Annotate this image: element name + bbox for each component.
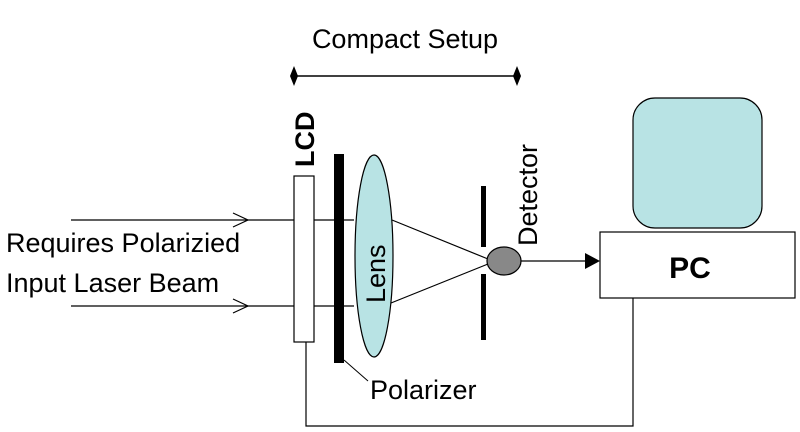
- compact-setup-title: Compact Setup: [312, 24, 498, 54]
- pc-label: PC: [669, 252, 711, 285]
- pc-box: [599, 231, 796, 299]
- detector-slit-bottom: [481, 274, 486, 340]
- polarizer-plate: [334, 154, 344, 363]
- dimension-right-diamond-icon: [513, 66, 521, 86]
- input-beam-bottom-arrow-icon: [232, 298, 250, 314]
- lens: [354, 154, 394, 358]
- detector-slit-top: [481, 186, 486, 247]
- focused-beam-top: [391, 219, 489, 260]
- detector-to-pc-arrow-icon: [585, 253, 600, 269]
- lcd-panel: [293, 175, 315, 343]
- input-beam-top-arrow-icon: [232, 212, 250, 228]
- polarizer-label: Polarizer: [370, 375, 477, 405]
- detector-label: Detector: [513, 144, 543, 246]
- focused-beam-bottom: [390, 263, 489, 304]
- input-label-line2: Input Laser Beam: [6, 268, 219, 298]
- lens-label: Lens: [361, 244, 391, 303]
- detector: [486, 246, 522, 276]
- monitor-icon: [632, 97, 763, 229]
- pc-to-lcd-wire: [305, 298, 634, 427]
- input-label-line1: Requires Polarizied: [6, 228, 240, 258]
- dimension-left-diamond-icon: [290, 66, 298, 86]
- lcd-label: LCD: [290, 112, 320, 168]
- polarizer-leader-line: [343, 359, 369, 382]
